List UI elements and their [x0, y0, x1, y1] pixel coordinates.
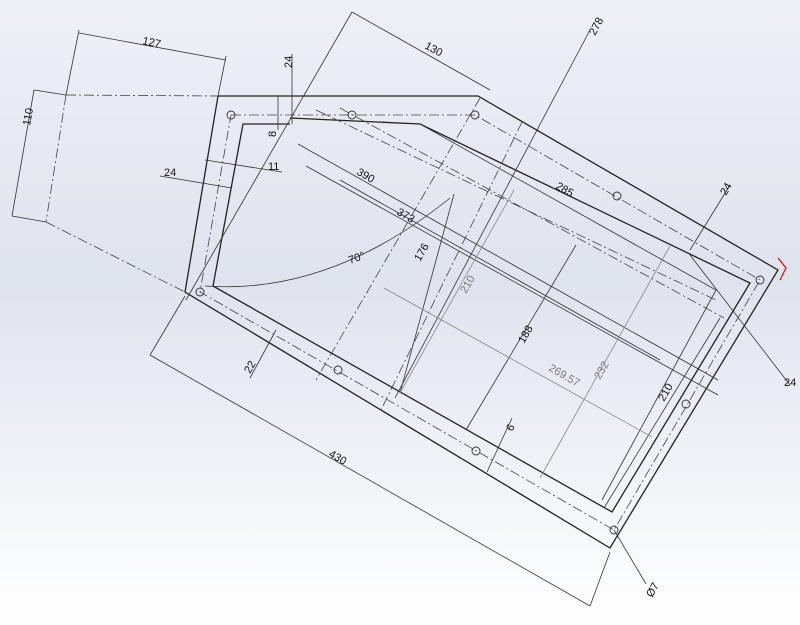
dimension-lines: [11, 11, 791, 607]
dim-11[interactable]: 11: [268, 161, 279, 173]
dim-210-reference[interactable]: 210: [458, 274, 478, 296]
hole-icon[interactable]: [681, 399, 691, 409]
construction-line: [65, 94, 219, 97]
hole-icon[interactable]: [347, 110, 357, 120]
dim-127[interactable]: 127: [141, 35, 161, 51]
hole-icon[interactable]: [226, 110, 236, 120]
hole-icon[interactable]: [609, 525, 619, 535]
dim-110[interactable]: 110: [21, 107, 36, 126]
dim-hole-diameter[interactable]: Ø7: [644, 581, 662, 600]
hole-centerline: [199, 114, 761, 531]
dim-24-right[interactable]: 24: [784, 377, 796, 389]
inner-contour[interactable]: [212, 117, 751, 513]
dim-188[interactable]: 188: [516, 324, 536, 346]
construction-line: [315, 109, 717, 301]
outer-contour[interactable]: [184, 95, 779, 549]
dim-176[interactable]: 176: [412, 242, 432, 264]
dim-232[interactable]: 232: [592, 360, 612, 382]
construction-line: [379, 121, 523, 413]
dim-6[interactable]: 6: [504, 422, 517, 433]
construction-line: [339, 107, 725, 319]
hole-icon[interactable]: [470, 110, 480, 120]
dim-22[interactable]: 22: [242, 359, 259, 376]
selected-endpoint[interactable]: [777, 257, 787, 281]
hole-icon[interactable]: [471, 446, 481, 456]
dim-269-57[interactable]: 269.57: [547, 362, 582, 389]
hole-icon[interactable]: [755, 275, 765, 285]
dim-390[interactable]: 390: [355, 166, 377, 186]
hole-icon[interactable]: [195, 287, 205, 297]
construction-line: [315, 97, 481, 381]
dim-24-top[interactable]: 24: [283, 56, 295, 68]
dim-278[interactable]: 278: [587, 16, 606, 38]
dim-24-right-top[interactable]: 24: [718, 181, 735, 198]
dim-430[interactable]: 430: [327, 448, 349, 468]
hole-icon[interactable]: [333, 365, 343, 375]
hole-icon[interactable]: [612, 191, 622, 201]
mounting-holes: [195, 110, 765, 535]
construction-line: [45, 221, 186, 293]
dim-angle-70[interactable]: 70°: [347, 250, 367, 267]
construction-line: [45, 94, 67, 223]
dim-24-left[interactable]: 24: [164, 167, 176, 179]
dim-130[interactable]: 130: [423, 40, 445, 59]
dim-8[interactable]: 8: [267, 131, 279, 137]
dim-210[interactable]: 210: [656, 382, 676, 404]
